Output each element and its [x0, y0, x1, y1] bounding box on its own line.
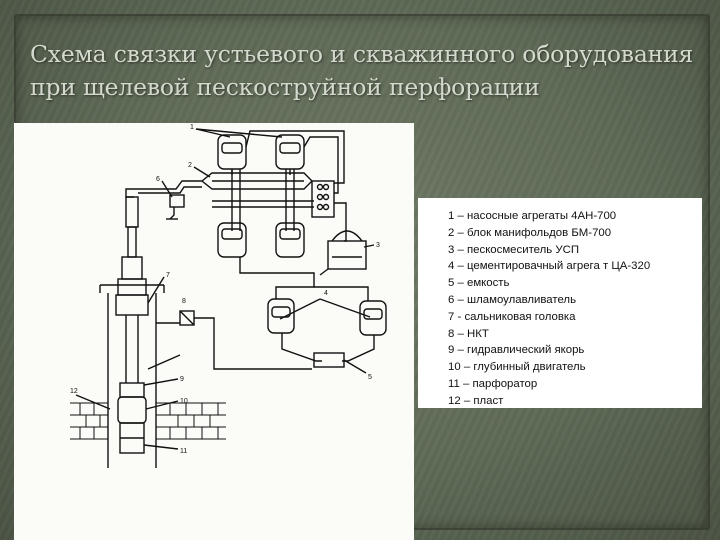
title-line-2: при щелевой пескоструйной перфорации [30, 73, 540, 101]
downhole-motor [117, 396, 147, 424]
legend-list: 1 – насосные агрегаты 4АН-700 2 – блок м… [448, 208, 650, 410]
manifold-block [200, 172, 313, 190]
callout-10: 10 [180, 398, 188, 405]
legend-panel: 1 – насосные агрегаты 4АН-700 2 – блок м… [418, 198, 702, 408]
callout-1: 1 [190, 124, 194, 131]
casing [99, 284, 165, 468]
cementing-unit-left [267, 298, 295, 334]
tank [313, 352, 345, 368]
legend-item: 6 – шламоулавливатель [448, 293, 577, 306]
legend-item: 4 – цементировачный агрега т ЦА-320 [448, 260, 651, 273]
legend-item: 10 – глубинный двигатель [448, 361, 586, 374]
callout-12: 12 [70, 388, 78, 395]
diagram-panel: 1 2 3 4 5 6 7 8 9 10 11 12 [14, 123, 414, 540]
legend-item: 5 – емкость [448, 277, 510, 290]
legend-item: 3 – пескосмеситель УСП [448, 243, 580, 256]
equipment-schematic: 1 2 3 4 5 6 7 8 9 10 11 12 [70, 124, 387, 468]
legend-item: 7 - сальниковая головка [448, 310, 576, 323]
legend-item: 2 – блок манифольдов БМ-700 [448, 226, 612, 239]
callout-6: 6 [156, 176, 160, 183]
legend-item: 9 – гидравлический якорь [448, 344, 585, 357]
hydraulic-anchor [119, 382, 145, 398]
sand-mixer [319, 230, 367, 276]
slide-title: Схема связки устьевого и скважинного обо… [30, 38, 700, 104]
cementing-unit-right [359, 300, 387, 336]
pump-unit-mid-left [217, 222, 247, 258]
wellhead [117, 196, 147, 296]
sludge-catcher [166, 194, 185, 220]
callout-3: 3 [376, 242, 380, 249]
callout-5: 5 [368, 374, 372, 381]
formation-layer [70, 402, 226, 440]
callout-4: 4 [324, 290, 328, 297]
legend-item: 12 – пласт [448, 394, 504, 407]
pump-unit-top-right [275, 134, 305, 175]
title-line-1: Схема связки устьевого и скважинного обо… [30, 40, 694, 68]
valve-cluster [311, 180, 335, 218]
legend-item: 11 – парфоратор [448, 377, 538, 390]
callout-8: 8 [182, 298, 186, 305]
callout-2: 2 [188, 162, 192, 169]
legend-item: 1 – насосные агрегаты 4АН-700 [448, 210, 617, 222]
callout-11: 11 [180, 448, 187, 455]
pump-unit-mid-right [275, 222, 305, 258]
callout-9: 9 [180, 376, 184, 383]
callout-7: 7 [166, 272, 170, 279]
gland-head [115, 294, 149, 316]
legend-item: 8 – НКТ [448, 327, 489, 340]
